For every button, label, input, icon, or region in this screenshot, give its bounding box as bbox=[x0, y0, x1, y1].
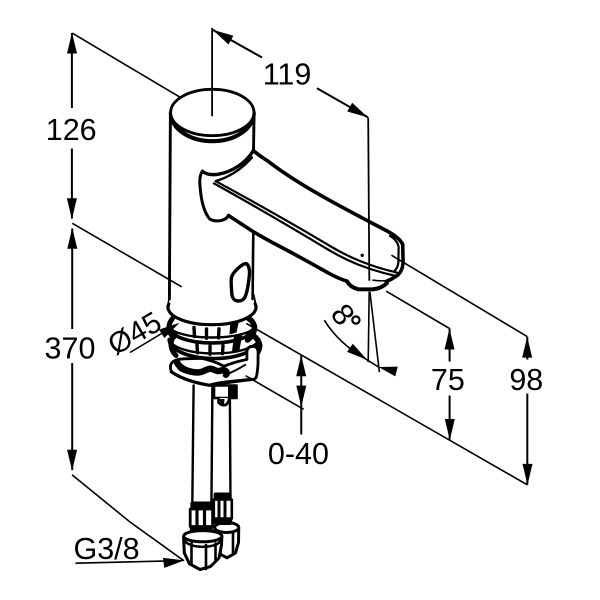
svg-text:G3/8: G3/8 bbox=[74, 532, 140, 566]
svg-text:75: 75 bbox=[431, 363, 465, 397]
svg-text:119: 119 bbox=[263, 58, 312, 92]
svg-text:98: 98 bbox=[509, 363, 543, 397]
svg-text:370: 370 bbox=[45, 332, 96, 366]
svg-text:0-40: 0-40 bbox=[268, 437, 329, 471]
svg-text:126: 126 bbox=[46, 113, 97, 147]
